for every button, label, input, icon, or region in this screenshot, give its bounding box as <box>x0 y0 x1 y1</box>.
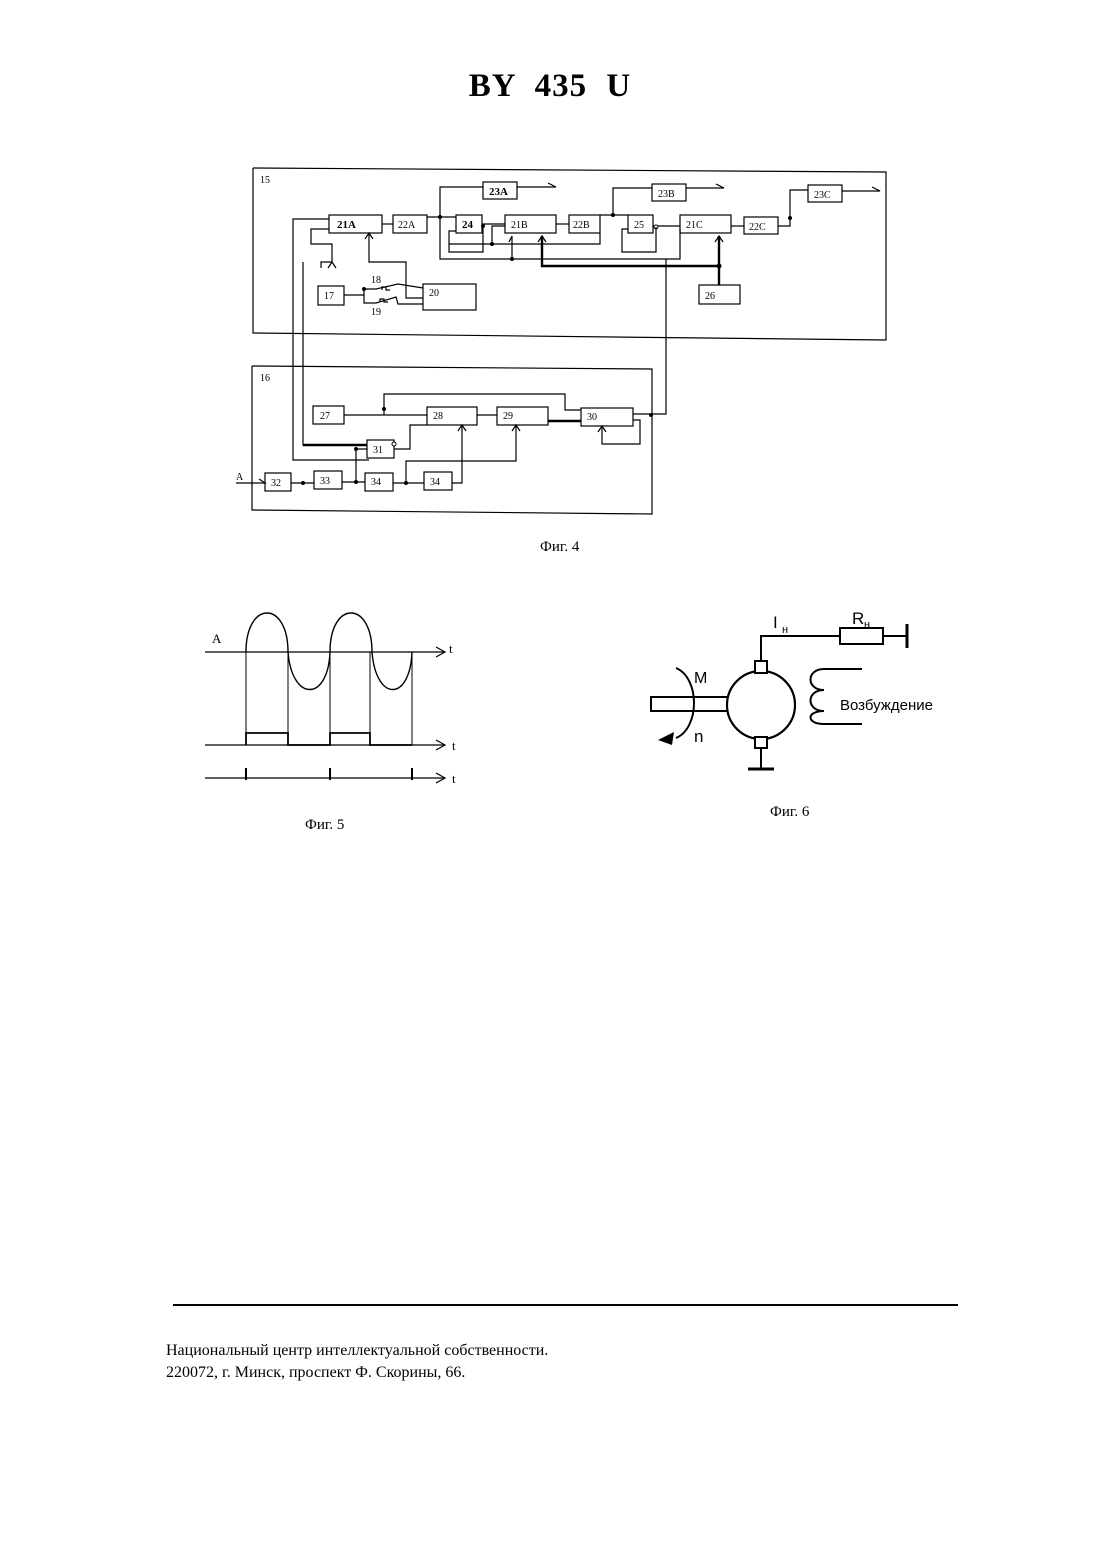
fig6-torque-arrow <box>658 732 674 745</box>
fig6-load-wire <box>761 636 840 661</box>
fig6-excitation-label: Возбуждение <box>840 697 933 714</box>
fig6-armature <box>727 671 795 739</box>
fig6-caption: Фиг. 6 <box>770 804 809 821</box>
fig6-current-subscript: н <box>782 624 788 636</box>
footer-line-2: 220072, г. Минск, проспект Ф. Скорины, 6… <box>166 1362 548 1384</box>
fig6-brush-top <box>755 661 767 673</box>
fig6-resistor-label: R <box>852 609 864 628</box>
fig6-speed-label: n <box>694 727 703 746</box>
footer: Национальный центр интеллектуальной собс… <box>166 1340 548 1384</box>
footer-divider <box>173 1304 958 1306</box>
fig6-brush-bottom <box>755 737 767 748</box>
fig6-torque-label: M <box>694 670 707 687</box>
fig6-load-resistor <box>840 628 883 644</box>
fig6-current-label: I <box>773 613 778 632</box>
fig6-resistor-subscript: н <box>864 619 870 631</box>
fig6-shaft <box>651 697 728 711</box>
footer-line-1: Национальный центр интеллектуальной собс… <box>166 1340 548 1362</box>
